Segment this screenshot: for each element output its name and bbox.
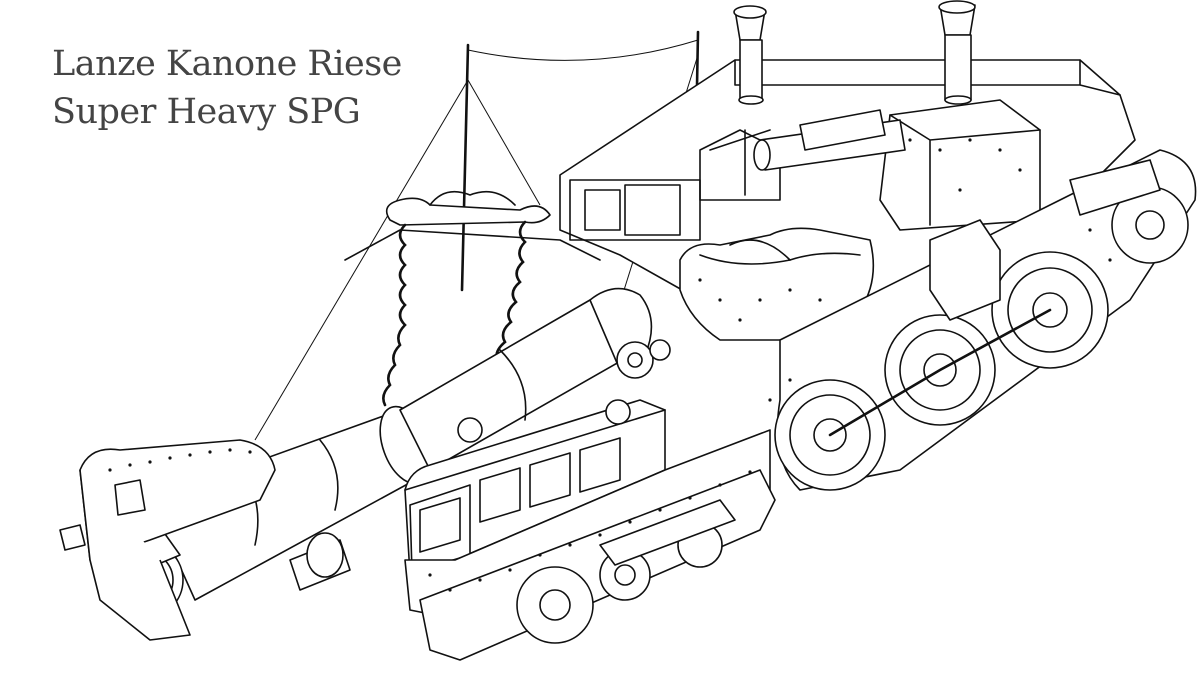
- breech-gears: [289, 339, 671, 591]
- rear-drive-wheels: [774, 149, 1197, 491]
- smoke-stack-right: [938, 0, 976, 105]
- caption-subtitle: Super Heavy SPG: [52, 92, 361, 132]
- smoke-stack-left: [733, 5, 767, 105]
- front-tracks: [419, 469, 776, 661]
- front-bow: [59, 439, 276, 641]
- rivets: [108, 138, 1112, 592]
- operator-pod: [679, 227, 875, 341]
- caption-title: Lanze Kanone Riese: [52, 44, 402, 84]
- drawing-caption: Lanze Kanone Riese Super Heavy SPG: [52, 40, 402, 136]
